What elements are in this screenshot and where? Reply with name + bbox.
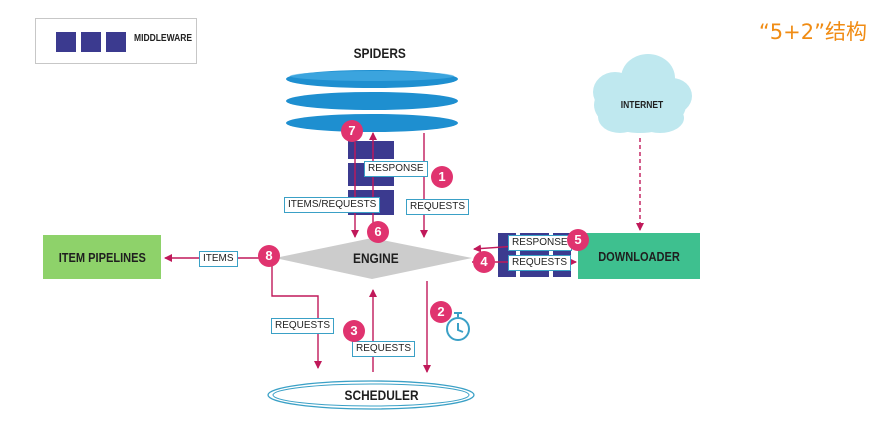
- step-badge-6: 6: [367, 221, 389, 243]
- engine-label: ENGINE: [353, 250, 399, 266]
- item-pipelines-box: [43, 235, 161, 279]
- items-tag: ITEMS: [199, 251, 238, 267]
- spiders-stack: [286, 70, 458, 132]
- legend-label: MIDDLEWARE: [134, 33, 193, 44]
- requests-to-scheduler-tag: REQUESTS: [271, 318, 335, 334]
- downloader-box: [578, 233, 700, 279]
- scheduler-label: SCHEDULER: [344, 387, 419, 403]
- cloud-icon: [593, 54, 692, 133]
- item-pipelines-label: ITEM PIPELINES: [58, 249, 146, 265]
- response-downloader-tag: RESPONSE: [508, 235, 572, 251]
- middleware-square-icon: [56, 32, 76, 52]
- downloader-label: DOWNLOADER: [598, 248, 680, 264]
- step-badge-1: 1: [431, 166, 453, 188]
- spiders-label: SPIDERS: [353, 45, 406, 61]
- items-requests-tag: ITEMS/REQUESTS: [284, 197, 381, 213]
- step-badge-7: 7: [341, 120, 363, 142]
- legend: MIDDLEWARE: [35, 18, 197, 64]
- internet-label: INTERNET: [620, 100, 664, 111]
- engine-shape: [275, 238, 472, 279]
- requests-tag-1: REQUESTS: [406, 199, 470, 215]
- clock-icon: [446, 312, 470, 341]
- step-badge-2: 2: [430, 301, 452, 323]
- middleware-square-icon: [106, 32, 126, 52]
- middleware-square-icon: [81, 32, 101, 52]
- arrow-requests-scheduler: [271, 262, 322, 369]
- requests-from-scheduler-tag: REQUESTS: [352, 341, 416, 357]
- step-badge-5: 5: [567, 229, 589, 251]
- step-badge-4: 4: [473, 251, 495, 273]
- step-badge-3: 3: [343, 320, 365, 342]
- step-badge-8: 8: [258, 245, 280, 267]
- scheduler-ring: [267, 380, 475, 410]
- structure-title: “5+2”结构: [758, 20, 867, 44]
- response-spider-tag: RESPONSE: [364, 161, 428, 177]
- requests-downloader-tag: REQUESTS: [508, 255, 572, 271]
